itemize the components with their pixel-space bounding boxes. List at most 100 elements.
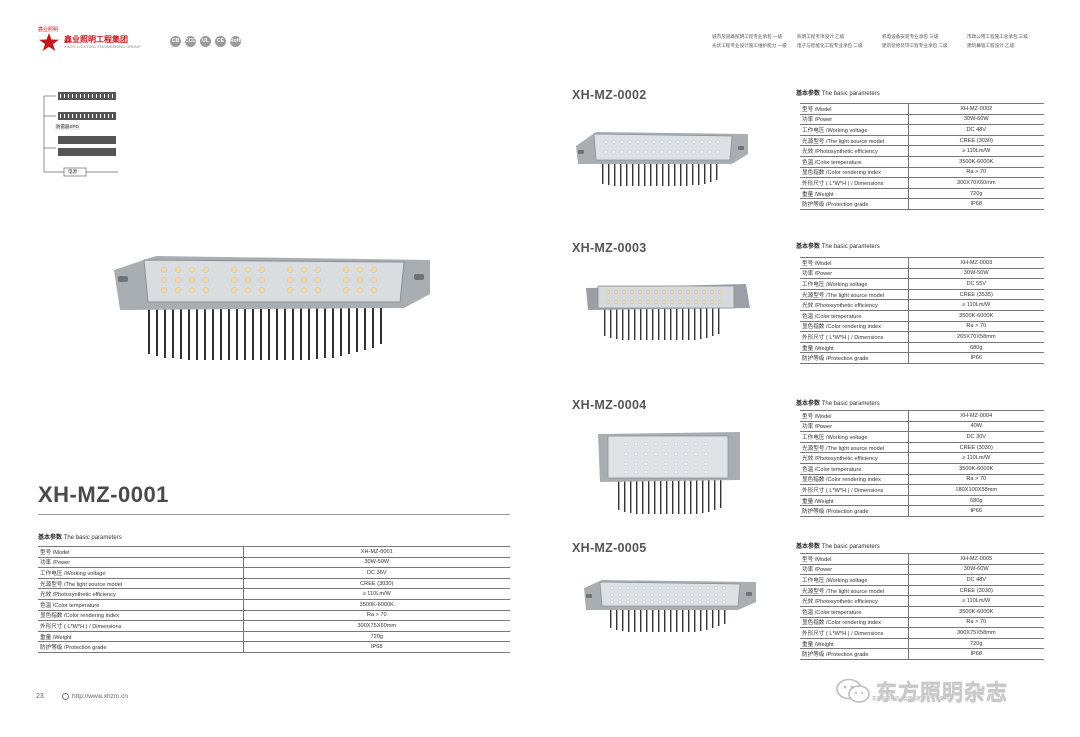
spec-label: 光效 /Photosynthetic efficiency [800, 595, 908, 607]
product-title-0002: XH-MZ-0002 [572, 88, 647, 102]
spec-value: 720g [907, 638, 1044, 650]
spec-label: 型号 /Model [38, 546, 243, 558]
spec-label: 光源型号 /The light source model [800, 442, 908, 454]
spec-value: Ra > 70 [907, 321, 1044, 333]
wiring-diagram: 防雷器SPD 电源 [38, 88, 128, 180]
spec-value: 3500K-6000K [907, 606, 1044, 618]
qualification-list: 城市及道路照明工程专业承包 一级 照明工程专项设计 乙级 机电设备安装专业承包 … [712, 34, 1048, 49]
spec-value: IP66 [907, 505, 1044, 517]
spec-label: 光效 /Photosynthetic efficiency [38, 588, 243, 600]
spec-value: 30W-50W [242, 557, 510, 569]
spec-label: 重量 /Weight [800, 495, 908, 507]
brand-short: 鑫业照明 [38, 27, 59, 33]
spec-value: ≥ 110Lm/W [242, 588, 510, 600]
spec-label: 显色指数 /Color rendering index [800, 321, 908, 333]
spec-label: 功率 /Power [800, 268, 908, 280]
power-label: 电源 [68, 169, 77, 174]
spec-label: 光效 /Photosynthetic efficiency [800, 299, 908, 311]
qualification-item: 电子与智能化工程专业承包 二级 [797, 43, 863, 48]
spec-value: CREE (3030) [907, 135, 1044, 147]
spec-label: 外形尺寸 ( L*W*H ) / Dimensions [800, 331, 908, 343]
spec-value: 30W-60W [907, 114, 1044, 126]
spec-value: CREE (3535) [907, 289, 1044, 301]
param-heading-en: The basic parameters [821, 91, 880, 97]
spec-label: 外形尺寸 ( L*W*H ) / Dimensions [800, 627, 908, 639]
product-image-0002 [576, 132, 748, 186]
spec-label: 型号 /Model [800, 257, 908, 269]
cert-mark-icon: RoHS [230, 36, 244, 47]
spec-value: DC 48V [907, 124, 1044, 136]
param-heading-en: The basic parameters [821, 544, 880, 550]
spec-value: 300X75X60mm [242, 620, 510, 632]
cert-mark-icon: CB [170, 36, 181, 47]
spec-label: 工作电压 /Working voltage [38, 567, 243, 579]
param-heading-en: The basic parameters [63, 535, 122, 541]
spec-label: 型号 /Model [800, 553, 908, 565]
website-link[interactable]: http://www.xhzm.cn [62, 693, 128, 700]
magazine-watermark: 东方照明杂志 [836, 676, 1008, 706]
param-heading: 基本参数 The basic parameters [796, 88, 880, 97]
brand-subtitle: XINYE LIGHTING ENGINEERING GROUP [64, 44, 141, 49]
spec-label: 防护等级 /Protection grade [38, 641, 243, 653]
spec-value: 300X70X60mm [907, 177, 1044, 189]
product-image-0001 [114, 256, 430, 360]
table-row: 光效 /Photosynthetic efficiency≥ 110Lm/W [800, 299, 1044, 311]
spec-value: ≥ 110Lm/W [907, 595, 1044, 607]
param-heading: 基本参数 The basic parameters [796, 241, 880, 250]
spec-label: 重量 /Weight [800, 188, 908, 200]
table-row: 光效 /Photosynthetic efficiency≥ 110Lm/W [800, 452, 1044, 464]
spec-label: 外形尺寸 ( L*W*H ) / Dimensions [38, 620, 243, 632]
spec-value: 3500K-6000K [907, 310, 1044, 322]
spec-label: 功率 /Power [800, 114, 908, 126]
spd-label: 防雷器SPD [55, 124, 80, 130]
spec-label: 光效 /Photosynthetic efficiency [800, 452, 908, 464]
spec-value: IP68 [907, 648, 1044, 660]
spec-label: 光源型号 /The light source model [800, 135, 908, 147]
spec-value: XH-MZ-0001 [242, 546, 510, 558]
param-heading-cn: 基本参数 [796, 401, 821, 407]
qualification-item: 建筑幕墙工程设计 乙级 [967, 43, 1015, 48]
cert-mark-icon: CCC [185, 36, 196, 47]
spec-label: 光源型号 /The light source model [800, 289, 908, 301]
spec-label: 防护等级 /Protection grade [800, 505, 908, 517]
spec-label: 光源型号 /The light source model [38, 578, 243, 590]
spec-value: DC 30V [907, 431, 1044, 443]
param-heading-cn: 基本参数 [796, 244, 821, 250]
spec-value: CREE (3030) [907, 442, 1044, 454]
spec-label: 重量 /Weight [800, 342, 908, 354]
title-divider [38, 514, 510, 515]
spec-label: 工作电压 /Working voltage [800, 431, 908, 443]
cert-mark-icon: UL [200, 36, 211, 47]
spec-value: 3500K-6000K [242, 599, 510, 611]
spec-value: ≥ 110Lm/W [907, 299, 1044, 311]
